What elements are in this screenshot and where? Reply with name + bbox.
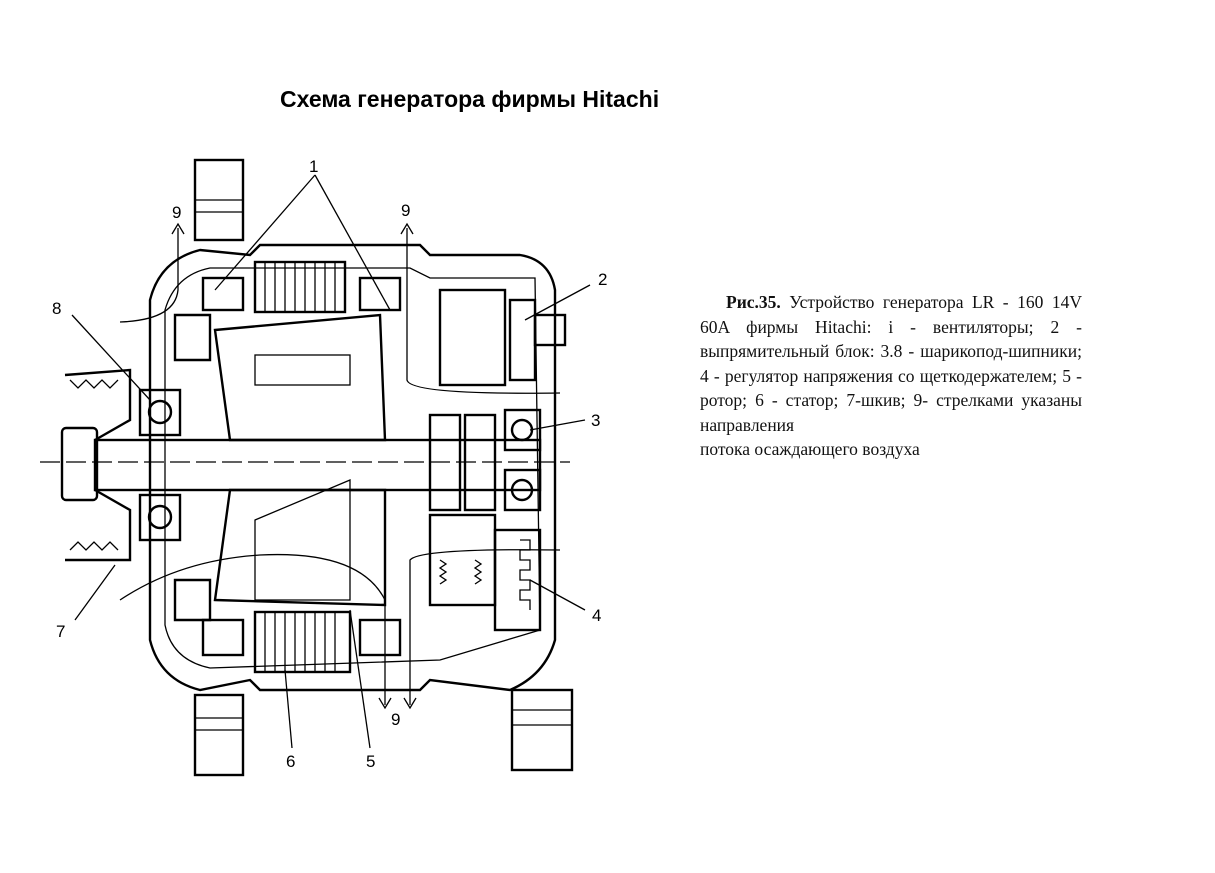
label-airflow-top-left: 9 [172,203,181,222]
front-bearing [138,388,182,542]
alternator-cross-section-diagram: 1 9 9 2 8 3 4 7 9 6 5 [40,157,607,777]
label-pulley: 7 [56,622,65,641]
label-fans: 1 [309,157,318,176]
label-front-bearing: 8 [52,299,61,318]
page-title: Схема генератора фирмы Hitachi [280,86,660,112]
stator [201,260,402,674]
rear-bearing [503,408,542,512]
caption-figure-number: Рис.35. [726,292,781,312]
label-rear-bearing: 3 [591,411,600,430]
label-regulator: 4 [592,606,601,625]
airflow-arrows [119,222,561,710]
label-stator: 6 [286,752,295,771]
mounting-lug-bottom-right [510,688,574,772]
label-rectifier: 2 [598,270,607,289]
label-airflow-bottom: 9 [391,710,400,729]
slip-rings [428,413,497,512]
caption-last-line: потока осаждающего воздуха [700,439,920,459]
caption-body: Устройство генератора LR - 160 14V 60A ф… [700,292,1082,435]
figure-caption: Рис.35. Устройство генератора LR - 160 1… [700,290,1082,462]
rotor [173,313,387,622]
leader-lines [71,174,591,749]
label-rotor: 5 [366,752,375,771]
housing [148,243,557,692]
pulley [64,368,132,562]
mounting-lug-top [193,158,245,242]
brush-holder-regulator [428,513,542,632]
rectifier [438,288,567,387]
label-airflow-top-right: 9 [401,201,410,220]
mounting-lug-bottom-left [193,693,245,777]
shaft [40,426,570,502]
